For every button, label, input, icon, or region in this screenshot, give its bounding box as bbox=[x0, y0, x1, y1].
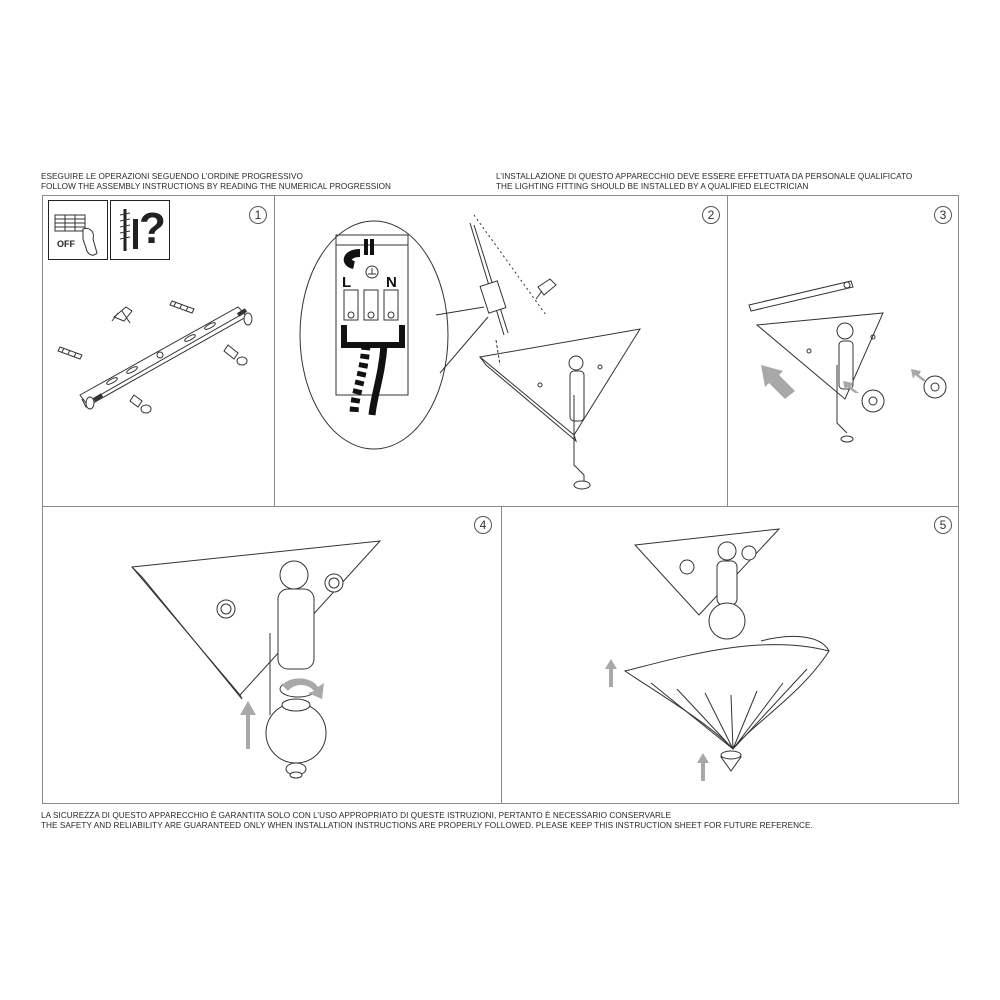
mounted-bracket bbox=[748, 280, 854, 312]
step-number-3: 3 bbox=[934, 206, 952, 224]
divider-1-2 bbox=[274, 196, 275, 506]
lamp-stem-step3 bbox=[836, 322, 854, 443]
terminal-zoom-circle bbox=[299, 220, 489, 450]
header-instructions-left: ESEGUIRE LE OPERAZIONI SEGUENDO L’ORDINE… bbox=[41, 172, 391, 191]
cable-and-connector bbox=[469, 214, 547, 366]
rotate-arrow bbox=[282, 678, 324, 699]
step2-wiring-illustration: L N bbox=[299, 214, 642, 490]
step3-plate-fixing-illustration bbox=[748, 280, 947, 443]
cap-nut-left bbox=[861, 389, 885, 413]
cap-nut-right bbox=[923, 375, 947, 399]
question-icon: ? bbox=[139, 204, 166, 253]
power-off-switch-icon: OFF bbox=[48, 200, 108, 260]
arrow-screw-right bbox=[911, 369, 927, 381]
arrow-lift-finial bbox=[697, 753, 709, 781]
divider-row bbox=[43, 506, 958, 507]
bolt-left bbox=[85, 393, 104, 410]
arrow-push-plate bbox=[761, 365, 795, 399]
divider-4-5 bbox=[501, 506, 502, 803]
lamp-stem bbox=[568, 355, 591, 490]
instruction-sheet: 1 2 3 4 5 bbox=[42, 195, 959, 804]
wall-plug-left bbox=[57, 346, 83, 360]
footer-english: THE SAFETY AND RELIABILITY ARE GUARANTEE… bbox=[41, 820, 813, 830]
step-number-4: 4 bbox=[474, 516, 492, 534]
step1-mounting-bracket-illustration bbox=[57, 300, 253, 414]
header-left-italian: ESEGUIRE LE OPERAZIONI SEGUENDO L’ORDINE… bbox=[41, 172, 303, 181]
step5-shade-illustration bbox=[605, 528, 830, 781]
header-instructions-right: L’INSTALLAZIONE DI QUESTO APPARECCHIO DE… bbox=[496, 172, 912, 191]
switch-off-label: OFF bbox=[57, 239, 75, 249]
screw-drill-icon: ? bbox=[110, 200, 170, 260]
terminal-label-neutral: N bbox=[386, 274, 397, 291]
screwdriver-icon bbox=[111, 306, 133, 324]
header-right-english: THE LIGHTING FITTING SHOULD BE INSTALLED… bbox=[496, 181, 809, 191]
arrow-lift-shade bbox=[605, 659, 617, 687]
header-left-english: FOLLOW THE ASSEMBLY INSTRUCTIONS BY READ… bbox=[41, 181, 391, 191]
divider-2-3 bbox=[727, 196, 728, 506]
footer-italian: LA SICUREZZA DI QUESTO APPARECCHIO È GAR… bbox=[41, 811, 672, 820]
screwdriver-icon-step2 bbox=[535, 278, 557, 300]
ceiling-plate-step5 bbox=[633, 528, 781, 616]
step4-globe-illustration bbox=[131, 540, 382, 779]
finial-nut bbox=[720, 750, 742, 772]
glass-shade bbox=[623, 635, 830, 750]
washer-screw-bottom bbox=[129, 394, 152, 414]
washer-screw-right bbox=[223, 344, 248, 366]
arrow-lift-globe bbox=[240, 701, 256, 749]
wall-plug-right bbox=[169, 300, 195, 314]
terminal-label-live: L bbox=[342, 274, 351, 291]
mounting-bracket bbox=[79, 306, 247, 408]
arrow-screw-left bbox=[843, 381, 859, 393]
glass-globe bbox=[265, 698, 327, 779]
header-right-italian: L’INSTALLAZIONE DI QUESTO APPARECCHIO DE… bbox=[496, 172, 913, 181]
ceiling-plate-step4 bbox=[131, 540, 382, 700]
step-number-1: 1 bbox=[249, 206, 267, 224]
ceiling-plate bbox=[478, 328, 642, 443]
step-number-2: 2 bbox=[702, 206, 720, 224]
footer-safety-notice: LA SICUREZZA DI QUESTO APPARECCHIO È GAR… bbox=[41, 811, 813, 830]
bolt-right bbox=[236, 308, 253, 326]
step-number-5: 5 bbox=[934, 516, 952, 534]
